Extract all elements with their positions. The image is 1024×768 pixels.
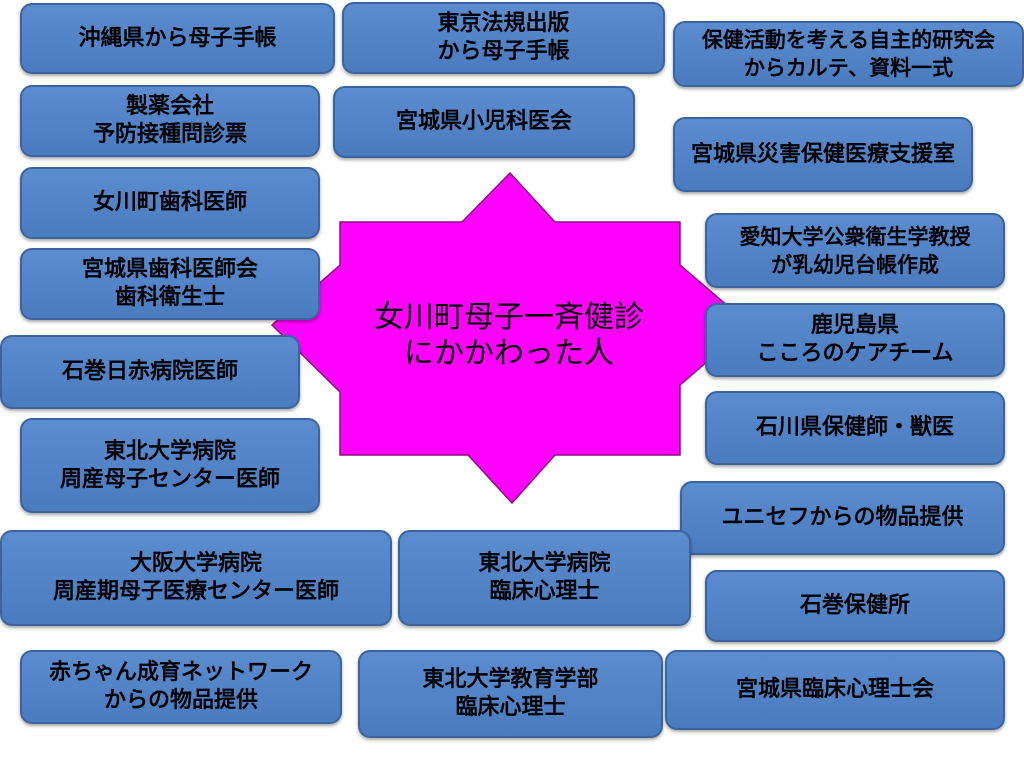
box-okinawa: 沖縄県から母子手帳 xyxy=(20,3,335,74)
box-onagawa-shika: 女川町歯科医師 xyxy=(20,167,320,239)
box-tohoku-shusan: 東北大学病院 周産母子センター医師 xyxy=(20,418,320,513)
box-ishinomaki-hokenjo-line-1: 石巻保健所 xyxy=(799,593,910,618)
box-akachan-network-line-2: からの物品提供 xyxy=(103,688,258,713)
box-akachan-network: 赤ちゃん成育ネットワーク からの物品提供 xyxy=(20,650,342,724)
box-aichi: 愛知大学公衆衛生学教授 が乳幼児台帳作成 xyxy=(705,213,1005,288)
box-akachan-network-line-1: 赤ちゃん成育ネットワーク xyxy=(48,660,313,685)
box-miyagi-shika: 宮城県歯科医師会 歯科衛生士 xyxy=(20,248,320,320)
box-kagoshima-line-2: こころのケアチーム xyxy=(756,341,954,366)
box-unicef: ユニセフからの物品提供 xyxy=(680,481,1005,555)
box-seiyaku-line-2: 予防接種問診票 xyxy=(92,122,247,147)
box-tohoku-kyoiku-line-1: 東北大学教育学部 xyxy=(422,667,599,692)
box-tokyo-hoki-line-1: 東京法規出版 xyxy=(437,11,570,36)
box-hoken-kenkyukai: 保健活動を考える自主的研究会 からカルテ、資料一式 xyxy=(673,21,1024,87)
box-ishikawa: 石川県保健師・獣医 xyxy=(705,391,1005,465)
box-tokyo-hoki-line-2: から母子手帳 xyxy=(437,39,570,64)
box-onagawa-shika-line-1: 女川町歯科医師 xyxy=(92,190,247,215)
box-aichi-line-1: 愛知大学公衆衛生学教授 xyxy=(739,224,971,249)
box-miyagi-saigai: 宮城県災害保健医療支援室 xyxy=(673,117,973,192)
box-seiyaku: 製薬会社 予防接種問診票 xyxy=(20,85,320,157)
box-tohoku-shusan-line-2: 周産母子センター医師 xyxy=(59,466,280,492)
center-label: 女川町母子一斉健診 にかかわった人 xyxy=(334,300,684,372)
box-tohoku-kyoiku: 東北大学教育学部 臨床心理士 xyxy=(358,650,663,738)
box-miyagi-shonika: 宮城県小児科医会 xyxy=(333,86,635,158)
box-osaka: 大阪大学病院 周産期母子医療センター医師 xyxy=(0,530,392,626)
box-unicef-line-1: ユニセフからの物品提供 xyxy=(721,505,964,530)
box-hoken-kenkyukai-line-2: からカルテ、資料一式 xyxy=(743,56,954,80)
box-miyagi-saigai-line-1: 宮城県災害保健医療支援室 xyxy=(690,141,955,167)
box-tokyo-hoki: 東京法規出版 から母子手帳 xyxy=(342,2,665,74)
box-miyagi-shika-line-2: 歯科衛生士 xyxy=(114,285,225,310)
box-tohoku-rinsho-line-2: 臨床心理士 xyxy=(489,579,600,604)
box-aichi-line-2: が乳幼児台帳作成 xyxy=(771,252,939,277)
box-ishinomaki-sekijuji: 石巻日赤病院医師 xyxy=(0,335,300,409)
box-miyagi-rinsho-line-1: 宮城県臨床心理士会 xyxy=(735,677,934,702)
center-label-line-1: 女川町母子一斉健診 xyxy=(374,300,644,335)
box-miyagi-rinsho: 宮城県臨床心理士会 xyxy=(665,650,1005,730)
box-seiyaku-line-1: 製薬会社 xyxy=(125,94,214,119)
box-okinawa-line-1: 沖縄県から母子手帳 xyxy=(78,25,277,51)
box-kagoshima: 鹿児島県 こころのケアチーム xyxy=(705,303,1005,377)
box-ishikawa-line-1: 石川県保健師・獣医 xyxy=(755,415,954,440)
box-tohoku-shusan-line-1: 東北大学病院 xyxy=(103,438,236,464)
box-osaka-line-1: 大阪大学病院 xyxy=(129,551,262,576)
box-miyagi-shonika-line-1: 宮城県小児科医会 xyxy=(395,109,572,134)
box-osaka-line-2: 周産期母子医療センター医師 xyxy=(52,579,339,604)
box-hoken-kenkyukai-line-1: 保健活動を考える自主的研究会 xyxy=(701,28,996,52)
box-ishinomaki-hokenjo: 石巻保健所 xyxy=(705,570,1005,642)
box-kagoshima-line-1: 鹿児島県 xyxy=(810,313,899,338)
box-tohoku-rinsho-line-1: 東北大学病院 xyxy=(478,551,611,576)
center-star-shape xyxy=(270,171,752,505)
box-ishinomaki-sekijuji-line-1: 石巻日赤病院医師 xyxy=(61,359,238,384)
box-tohoku-rinsho: 東北大学病院 臨床心理士 xyxy=(398,530,691,626)
box-miyagi-shika-line-1: 宮城県歯科医師会 xyxy=(81,257,258,282)
center-label-line-2: にかかわった人 xyxy=(404,336,614,371)
box-tohoku-kyoiku-line-2: 臨床心理士 xyxy=(455,695,566,720)
